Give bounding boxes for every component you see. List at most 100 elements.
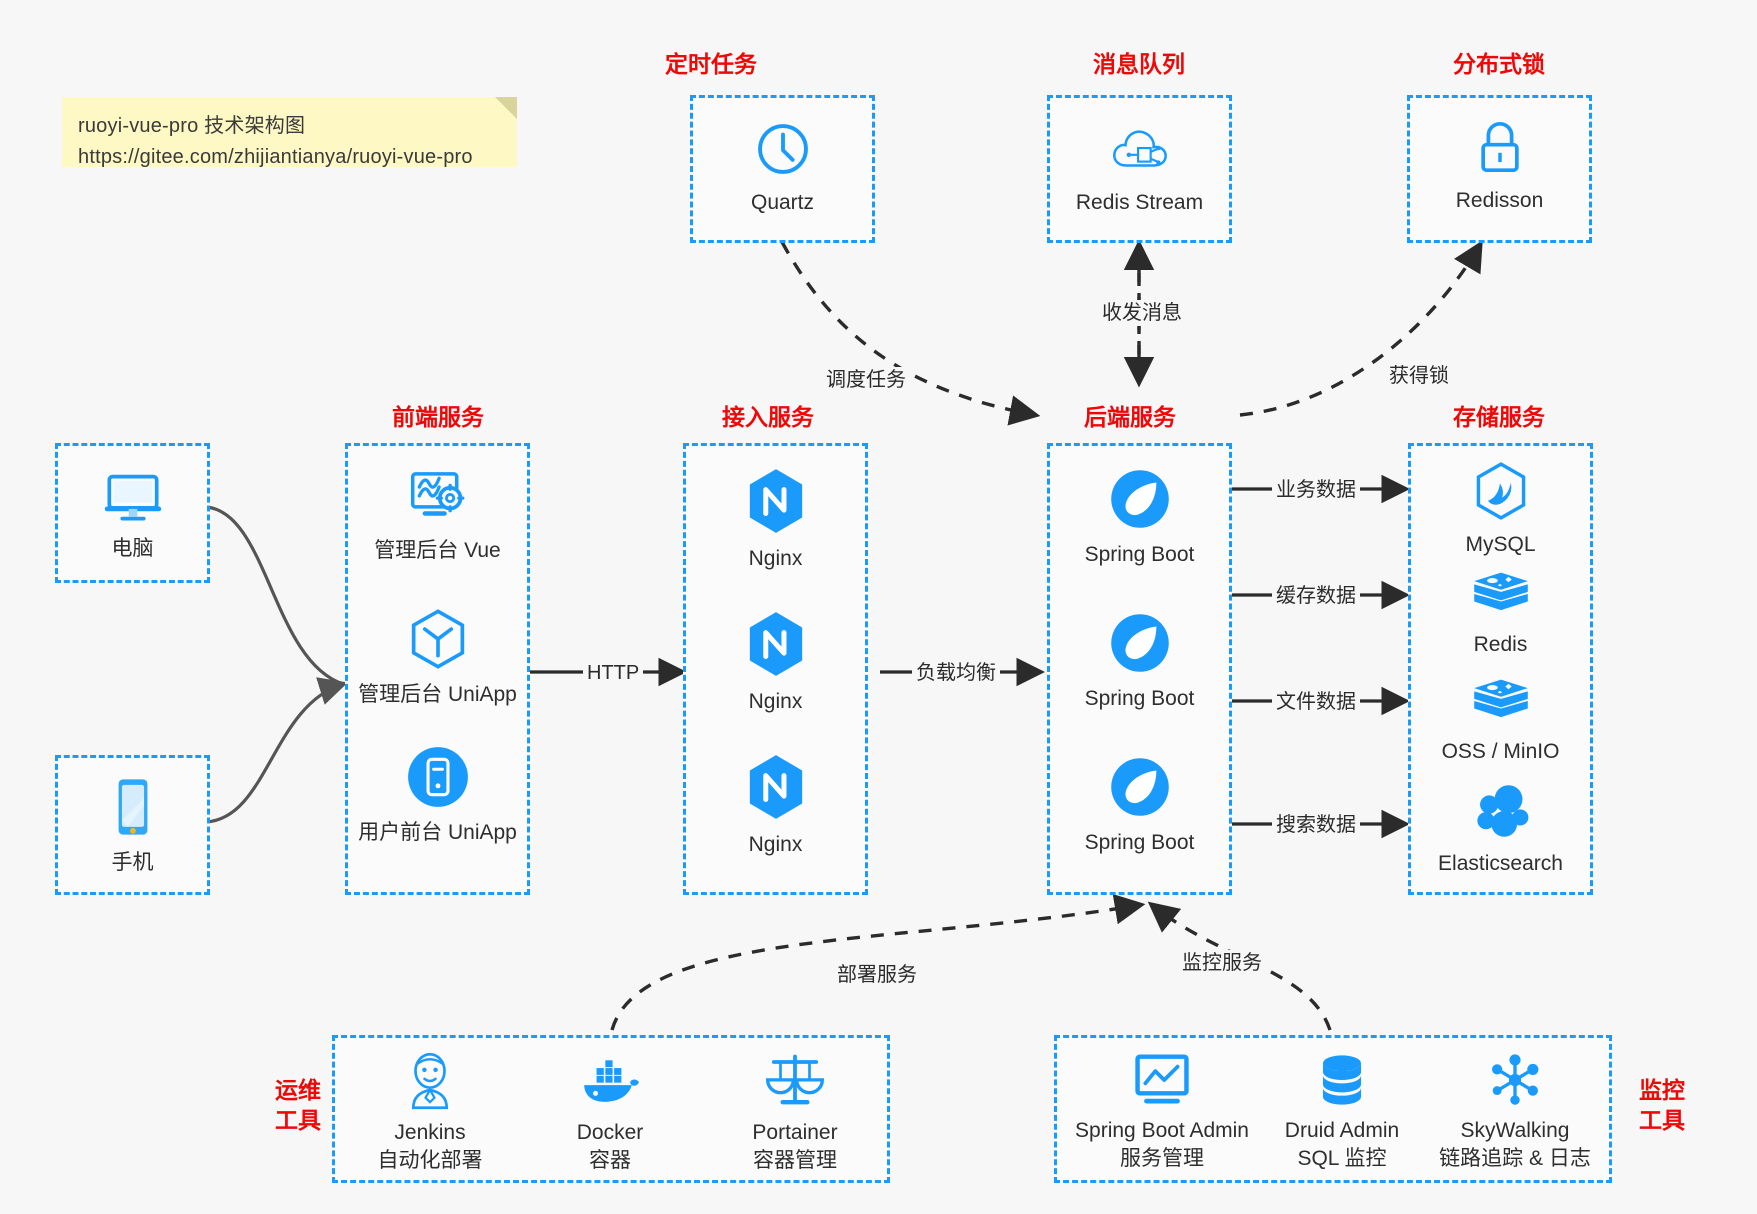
spring-icon xyxy=(1050,612,1229,679)
edge-label-cache-data: 缓存数据 xyxy=(1272,583,1360,609)
node-redis-stream[interactable]: Redis Stream xyxy=(1050,120,1229,216)
node-label: 电脑 xyxy=(111,537,154,560)
node-portainer[interactable]: Portainer 容器管理 xyxy=(715,1052,875,1175)
group-title-gateway: 接入服务 xyxy=(722,404,814,430)
note-card: ruoyi-vue-pro 技术架构图 https://gitee.com/zh… xyxy=(62,97,517,168)
edge-label-search-data: 搜索数据 xyxy=(1272,812,1360,838)
edge-label-file-data: 文件数据 xyxy=(1272,689,1360,715)
node-sublabel: SQL 监控 xyxy=(1297,1147,1387,1170)
node-admin-vue[interactable]: 管理后台 Vue xyxy=(348,468,527,564)
group-box-backend: Spring Boot Spring Boot Spring Boot xyxy=(1047,443,1232,895)
node-spring-boot-3[interactable]: Spring Boot xyxy=(1050,756,1229,856)
group-title-storage: 存储服务 xyxy=(1453,404,1545,430)
node-spring-boot-2[interactable]: Spring Boot xyxy=(1050,612,1229,712)
group-box-lock: Redisson xyxy=(1407,95,1592,243)
redis-icon xyxy=(1411,675,1590,732)
group-title-monitor: 监控 工具 xyxy=(1622,1075,1702,1135)
node-mysql[interactable]: MySQL xyxy=(1411,462,1590,558)
group-box-monitor: Spring Boot Admin 服务管理 Druid Admin SQL 监… xyxy=(1054,1035,1612,1183)
nginx-icon xyxy=(686,611,865,682)
group-box-scheduler: Quartz xyxy=(690,95,875,243)
cloud-stream-icon xyxy=(1050,120,1229,183)
node-label: 手机 xyxy=(111,851,154,874)
edge-label-load-balance: 负载均衡 xyxy=(912,660,1000,686)
edge-label-mq-message: 收发消息 xyxy=(1098,300,1186,326)
group-title-devops-line2: 工具 xyxy=(275,1107,321,1133)
node-label: Elasticsearch xyxy=(1438,852,1563,875)
node-skywalking[interactable]: SkyWalking 链路追踪 & 日志 xyxy=(1425,1052,1605,1173)
node-sublabel: 容器 xyxy=(589,1149,631,1172)
phone-circle-icon xyxy=(348,746,527,813)
edge-label-schedule: 调度任务 xyxy=(822,367,910,393)
edge-label-get-lock: 获得锁 xyxy=(1385,363,1453,389)
node-sublabel: 自动化部署 xyxy=(377,1149,483,1172)
node-label: 管理后台 UniApp xyxy=(358,683,517,706)
edge-label-biz-data: 业务数据 xyxy=(1272,477,1360,503)
node-sublabel: 容器管理 xyxy=(753,1149,837,1172)
node-spring-boot-1[interactable]: Spring Boot xyxy=(1050,468,1229,568)
mobile-icon xyxy=(58,776,207,843)
node-label: Druid Admin xyxy=(1284,1119,1400,1142)
node-admin-uniapp[interactable]: 管理后台 UniApp xyxy=(348,608,527,708)
docker-icon xyxy=(535,1052,685,1115)
node-label: Nginx xyxy=(748,547,803,570)
group-title-devops-line1: 运维 xyxy=(275,1077,321,1103)
node-desktop[interactable]: 电脑 xyxy=(58,468,207,562)
group-title-monitor-line1: 监控 xyxy=(1639,1077,1685,1103)
desktop-icon xyxy=(58,468,207,529)
node-nginx-3[interactable]: Nginx xyxy=(686,754,865,858)
node-spring-boot-admin[interactable]: Spring Boot Admin 服务管理 xyxy=(1067,1052,1257,1173)
node-label: Nginx xyxy=(748,833,803,856)
node-label: Quartz xyxy=(750,191,815,214)
node-nginx-2[interactable]: Nginx xyxy=(686,611,865,715)
node-quartz[interactable]: Quartz xyxy=(693,120,872,216)
node-druid-admin[interactable]: Druid Admin SQL 监控 xyxy=(1262,1052,1422,1173)
scales-icon xyxy=(715,1052,875,1115)
node-redis[interactable]: Redis xyxy=(1411,568,1590,658)
mysql-icon xyxy=(1411,462,1590,525)
node-label: OSS / MinIO xyxy=(1441,740,1560,763)
node-label: Redis xyxy=(1473,633,1528,656)
edge-label-monitor: 监控服务 xyxy=(1178,950,1266,976)
group-title-monitor-line2: 工具 xyxy=(1639,1107,1685,1133)
node-label: Spring Boot xyxy=(1084,543,1195,566)
group-box-gateway: Nginx Nginx Nginx xyxy=(683,443,868,895)
dashboard-gear-icon xyxy=(348,468,527,531)
group-box-device-mobile: 手机 xyxy=(55,755,210,895)
node-label: Spring Boot xyxy=(1084,687,1195,710)
skywalking-icon xyxy=(1425,1052,1605,1113)
lock-icon xyxy=(1410,118,1589,181)
group-title-mq: 消息队列 xyxy=(1093,51,1185,77)
node-docker[interactable]: Docker 容器 xyxy=(535,1052,685,1175)
node-label: SkyWalking xyxy=(1460,1119,1570,1142)
nginx-icon xyxy=(686,754,865,825)
node-label: Redis Stream xyxy=(1075,191,1204,214)
nginx-icon xyxy=(686,468,865,539)
edge-label-deploy: 部署服务 xyxy=(833,962,921,988)
node-oss-minio[interactable]: OSS / MinIO xyxy=(1411,675,1590,765)
group-box-device-desktop: 电脑 xyxy=(55,443,210,583)
node-label: Redisson xyxy=(1455,189,1544,212)
note-title: ruoyi-vue-pro 技术架构图 xyxy=(78,115,306,137)
node-mobile[interactable]: 手机 xyxy=(58,776,207,876)
redis-icon xyxy=(1411,568,1590,625)
node-label: Spring Boot Admin xyxy=(1075,1119,1249,1142)
node-nginx-1[interactable]: Nginx xyxy=(686,468,865,572)
group-box-devops: Jenkins 自动化部署 Docker 容器 xyxy=(332,1035,890,1183)
node-user-uniapp[interactable]: 用户前台 UniApp xyxy=(348,746,527,846)
node-jenkins[interactable]: Jenkins 自动化部署 xyxy=(355,1052,505,1175)
node-label: 用户前台 UniApp xyxy=(358,821,517,844)
node-label: Nginx xyxy=(748,690,803,713)
node-label: 管理后台 Vue xyxy=(374,539,501,562)
group-box-frontend: 管理后台 Vue 管理后台 UniApp 用户前台 U xyxy=(345,443,530,895)
group-title-frontend: 前端服务 xyxy=(392,404,484,430)
group-box-storage: MySQL Redis xyxy=(1408,443,1593,895)
node-label: Portainer xyxy=(752,1121,838,1144)
node-sublabel: 服务管理 xyxy=(1120,1147,1204,1170)
note-url: https://gitee.com/zhijiantianya/ruoyi-vu… xyxy=(78,146,473,168)
note-fold-icon xyxy=(495,97,517,119)
cube-icon xyxy=(348,608,527,675)
node-elasticsearch[interactable]: Elasticsearch xyxy=(1411,783,1590,877)
node-redisson[interactable]: Redisson xyxy=(1410,118,1589,214)
